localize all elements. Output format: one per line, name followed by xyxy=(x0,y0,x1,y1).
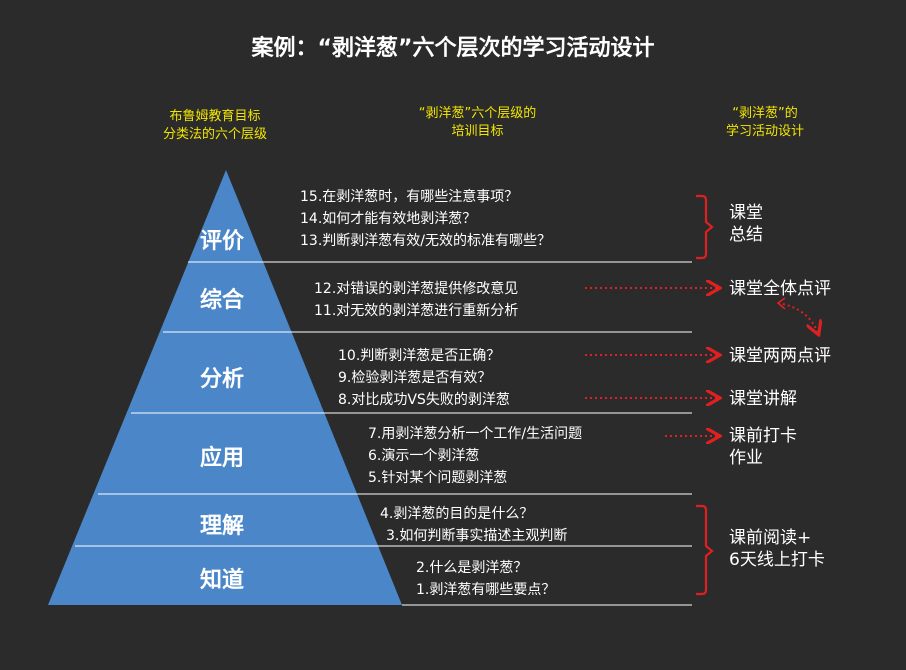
question-item: 5.针对某个问题剥洋葱 xyxy=(368,470,507,486)
activity-pre-class-homework: 作业 xyxy=(729,448,763,468)
activity-class-summary: 总结 xyxy=(729,225,763,245)
header-onion-line-1: “剥洋葱”六个层级的 xyxy=(418,106,537,121)
activity-class-summary: 课堂 xyxy=(729,203,763,223)
activity-class-review: 课堂全体点评 xyxy=(729,279,831,299)
question-item: 2.什么是剥洋葱？ xyxy=(416,560,527,576)
level-label-apply: 应用 xyxy=(200,445,244,471)
question-item: 7.用剥洋葱分析一个工作/生活问题 xyxy=(368,426,582,442)
question-item: 6.演示一个剥洋葱 xyxy=(368,448,479,464)
question-item: 12.对错误的剥洋葱提供修改意见 xyxy=(314,280,518,297)
header-onion-line-2: 培训目标 xyxy=(451,124,504,139)
page-title: 案例：“剥洋葱”六个层次的学习活动设计 xyxy=(251,36,655,61)
question-item: 9.检验剥洋葱是否有效？ xyxy=(338,370,491,386)
question-item: 1.剥洋葱有哪些要点？ xyxy=(416,582,555,598)
question-item: 11.对无效的剥洋葱进行重新分析 xyxy=(314,303,518,319)
bracket-evaluate xyxy=(696,194,714,260)
question-item: 8.对比成功VS失败的剥洋葱 xyxy=(338,392,510,408)
header-onion-levels: “剥洋葱”六个层级的 培训目标 xyxy=(395,105,560,141)
question-item: 3.如何判断事实描述主观判断 xyxy=(386,528,567,544)
header-activity-line-2: 学习活动设计 xyxy=(725,124,804,139)
activity-pre-reading: 课前阅读+ xyxy=(729,528,811,548)
question-item: 14.如何才能有效地剥洋葱？ xyxy=(300,211,476,227)
question-item: 13.判断剥洋葱有效/无效的标准有哪些？ xyxy=(300,233,551,249)
activity-lecture: 课堂讲解 xyxy=(729,389,797,409)
header-activity-line-1: “剥洋葱”的 xyxy=(732,106,798,121)
question-item: 10.判断剥洋葱是否正确？ xyxy=(338,348,500,364)
header-bloom-line-2: 分类法的六个层级 xyxy=(162,127,267,142)
bracket-understand-know xyxy=(696,504,714,596)
question-item: 4.剥洋葱的目的是什么？ xyxy=(380,506,533,522)
dotted-curve-arrow-tail xyxy=(776,297,786,310)
header-activity: “剥洋葱”的 学习活动设计 xyxy=(700,105,830,141)
level-label-synthesis: 综合 xyxy=(200,287,245,313)
level-label-know: 知道 xyxy=(200,567,244,593)
level-label-analysis: 分析 xyxy=(200,367,244,392)
activity-pre-class-homework: 课前打卡 xyxy=(729,426,797,446)
level-label-understand: 理解 xyxy=(200,513,244,539)
header-bloom-line-1: 布鲁姆教育目标 xyxy=(169,109,261,124)
header-bloom: 布鲁姆教育目标 分类法的六个层级 xyxy=(150,108,280,144)
activity-pre-reading: 6天线上打卡 xyxy=(729,550,825,570)
level-label-evaluate: 评价 xyxy=(200,229,245,254)
activity-pair-review: 课堂两两点评 xyxy=(729,346,831,366)
pyramid xyxy=(48,170,402,605)
question-item: 15.在剥洋葱时，有哪些注意事项？ xyxy=(300,188,518,205)
